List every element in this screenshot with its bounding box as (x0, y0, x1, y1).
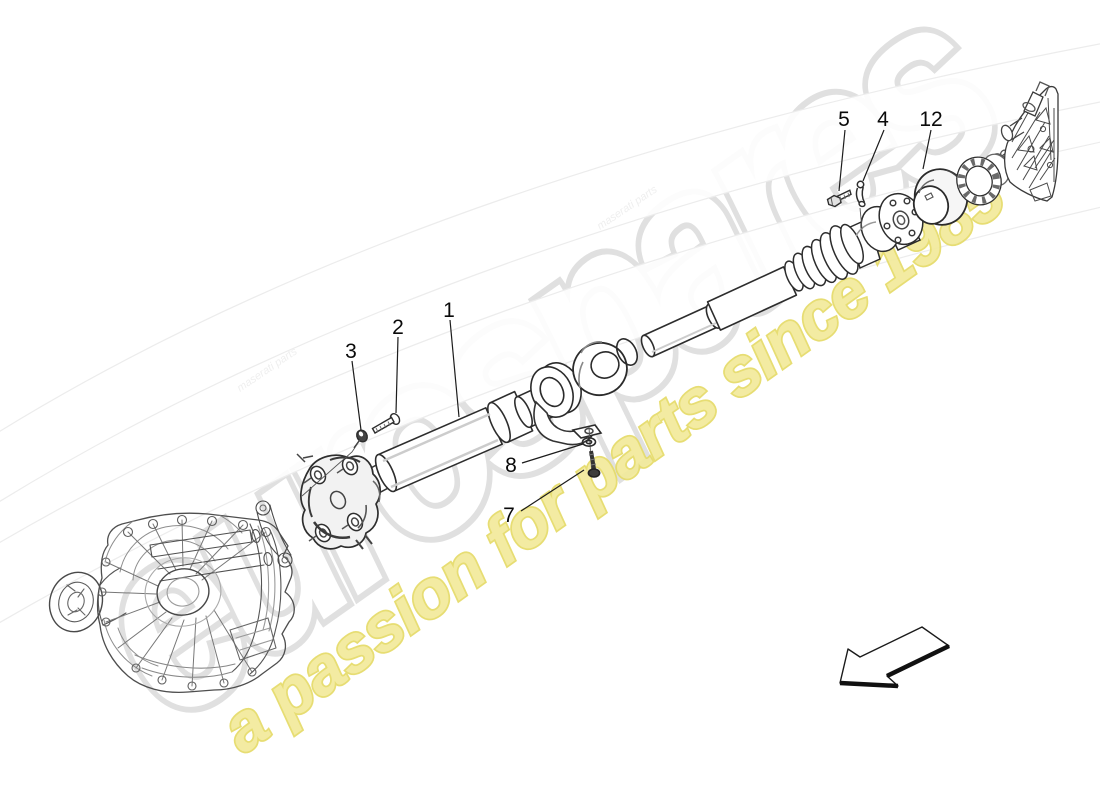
svg-text:2: 2 (392, 316, 404, 339)
svg-text:3: 3 (345, 340, 357, 363)
svg-text:12: 12 (919, 108, 942, 131)
svg-text:7: 7 (503, 504, 515, 527)
svg-text:8: 8 (505, 454, 517, 477)
svg-text:1: 1 (443, 299, 455, 322)
svg-text:5: 5 (838, 108, 850, 131)
svg-text:4: 4 (877, 108, 889, 131)
